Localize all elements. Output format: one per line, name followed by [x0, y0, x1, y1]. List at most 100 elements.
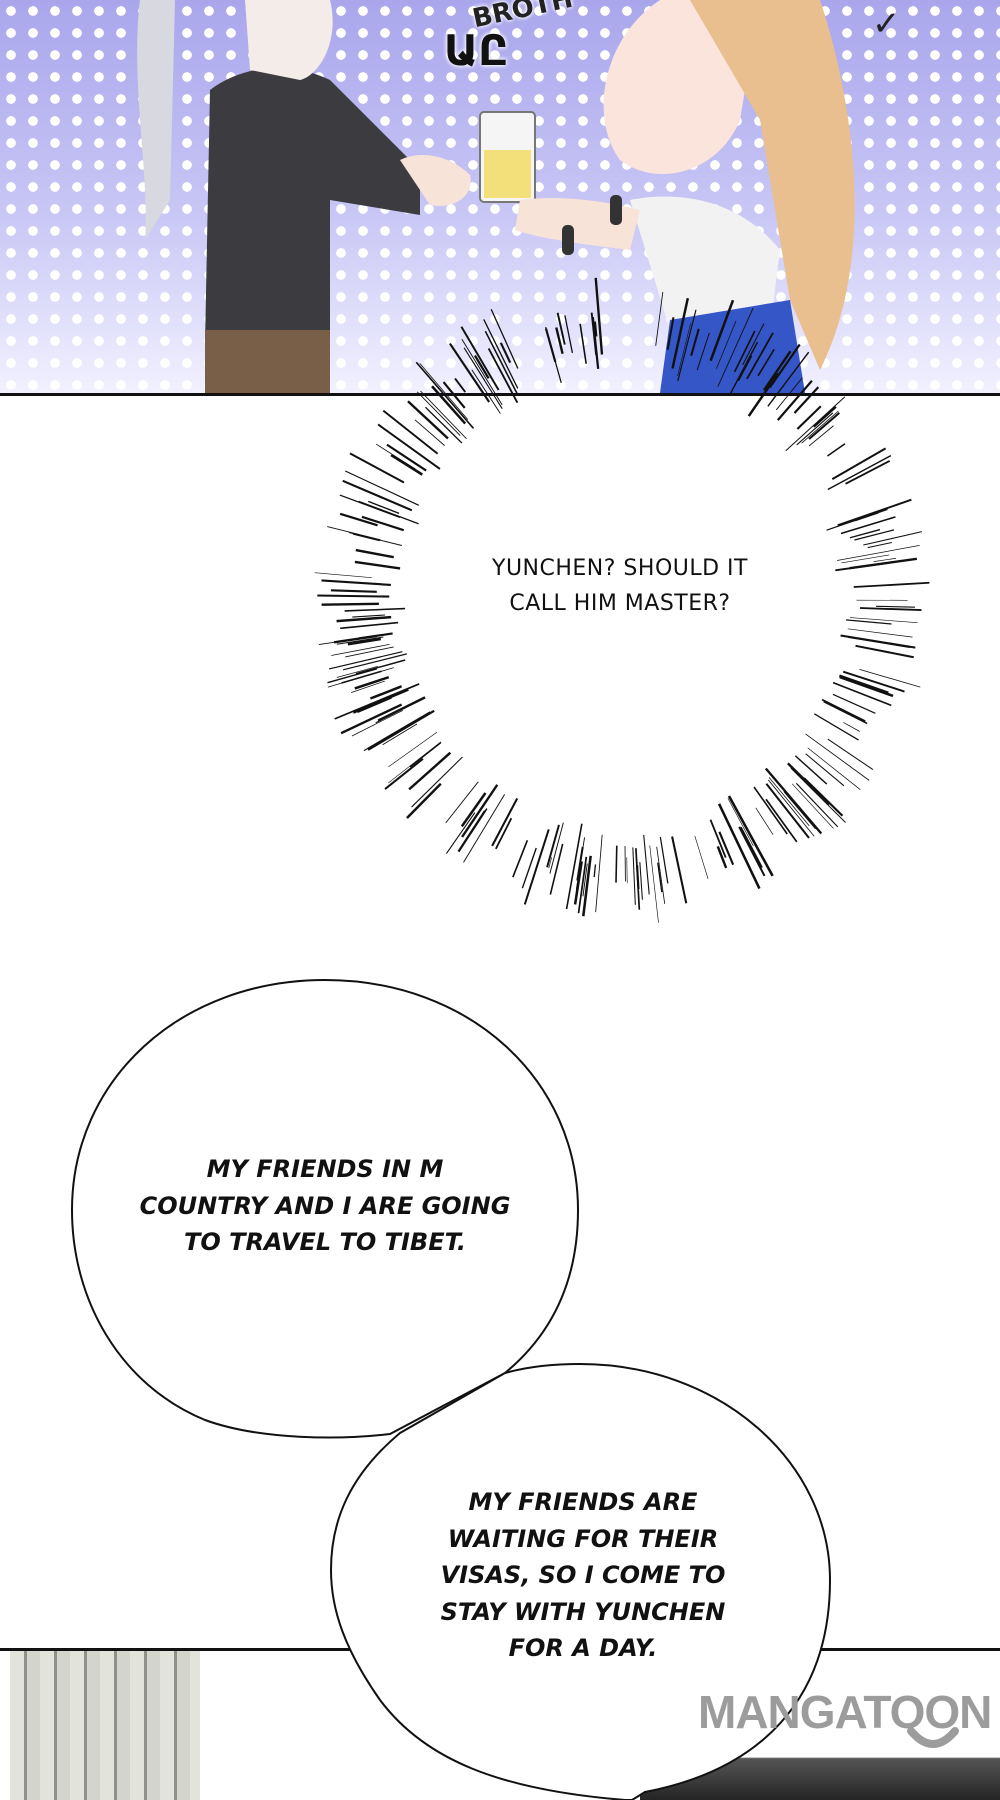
burst-line: [454, 377, 467, 393]
burst-line: [491, 797, 519, 847]
burst-line: [409, 741, 442, 768]
burst-line: [334, 683, 420, 720]
burst-line: [460, 792, 487, 828]
burst-line: [639, 862, 643, 900]
sfx-sound: ԱԸ: [444, 26, 509, 75]
burst-line: [716, 320, 737, 369]
burst-line: [347, 637, 382, 646]
burst-line: [339, 512, 378, 527]
burst-line: [717, 307, 754, 387]
burst-line: [375, 443, 416, 470]
burst-line: [445, 812, 476, 854]
burst-line: [317, 594, 390, 598]
burst-line: [659, 836, 669, 884]
burst-line: [416, 391, 461, 436]
burst-line: [427, 408, 461, 443]
burst-line: [787, 762, 831, 806]
burst-line: [796, 412, 834, 446]
burst-line: [470, 358, 486, 381]
burst-line: [408, 751, 452, 791]
burst-line: [854, 529, 895, 541]
burst-line: [841, 554, 890, 564]
burst-line: [384, 758, 424, 790]
burst-line: [867, 542, 892, 549]
burst-line: [767, 351, 810, 407]
burst-caption: YUNCHEN? SHOULD IT CALL HIM MASTER?: [420, 551, 820, 621]
burst-line: [657, 862, 663, 893]
burst-line: [484, 330, 519, 396]
burst-line: [696, 332, 710, 371]
burst-line: [327, 667, 394, 688]
burst-line: [336, 615, 392, 623]
burst-line: [549, 843, 564, 895]
burst-line: [406, 782, 442, 819]
burst-line: [635, 848, 641, 910]
burst-line: [556, 312, 566, 345]
burst-line: [753, 786, 788, 835]
burst-line: [808, 412, 841, 440]
burst-line: [805, 733, 870, 781]
burst-line: [845, 460, 891, 485]
curtain: [10, 1651, 200, 1800]
burst-line: [487, 348, 519, 404]
burst-line: [738, 826, 766, 877]
burst-line: [855, 644, 914, 659]
burst-line: [827, 454, 892, 491]
burst-line: [656, 846, 666, 904]
burst-line: [382, 723, 418, 746]
speech-bubble-2: [329, 1362, 832, 1800]
mangatoon-watermark: MANGATOON: [698, 1686, 992, 1738]
burst-line: [776, 380, 813, 421]
burst-line: CALL HIM MASTER?: [509, 591, 731, 616]
burst-line: [330, 589, 377, 593]
burst-line: [823, 700, 868, 725]
burst-line: [420, 390, 467, 440]
burst-line: [764, 767, 823, 835]
comic-panel-top: BROTH ԱԸ ✓: [0, 0, 1000, 393]
girl-skirt: [660, 300, 805, 393]
burst-line: [827, 443, 846, 457]
bubble-2-text: MY FRIENDS ARE WAITING FOR THEIR VISAS, …: [383, 1484, 783, 1667]
burst-line: [812, 405, 837, 428]
burst-line: [727, 795, 774, 877]
burst-line: [843, 722, 860, 732]
burst-line: [755, 807, 774, 835]
burst-line: [327, 668, 378, 684]
burst-line: [521, 847, 537, 889]
burst-line: [859, 668, 921, 688]
burst-line: [591, 316, 600, 369]
burst-line: [331, 644, 390, 656]
burst-line: [832, 693, 876, 714]
burst-line: [367, 709, 435, 751]
burst-line: [709, 819, 727, 858]
watermark-smile-icon: [907, 1727, 959, 1748]
burst-line: [419, 363, 469, 420]
burst-line: [345, 470, 420, 506]
burst-line: [377, 423, 441, 470]
burst-line: [565, 823, 583, 910]
burst-line: [677, 323, 691, 377]
burst-line: [415, 361, 475, 429]
burst-line: [512, 840, 529, 878]
burst-line: [840, 516, 896, 535]
bubble-line: MY FRIENDS ARE: [468, 1488, 698, 1516]
burst-line: [768, 777, 810, 827]
girl-shirt: [630, 196, 780, 330]
burst-line: [649, 845, 659, 923]
burst-line: [544, 328, 557, 363]
burst-line: [876, 605, 915, 608]
burst-line: [461, 784, 499, 838]
burst-line: [733, 330, 756, 373]
burst-line: [795, 782, 839, 828]
burst-line: [746, 332, 774, 380]
burst-line: [873, 557, 897, 563]
burst-line: [386, 443, 427, 472]
burst-line: [801, 410, 839, 444]
burst-line: [737, 355, 753, 382]
burst-line: [382, 409, 439, 455]
burst-line: [785, 396, 846, 452]
burst-line: [740, 826, 763, 869]
burst-line: [407, 400, 449, 440]
burst-line: [837, 498, 912, 527]
